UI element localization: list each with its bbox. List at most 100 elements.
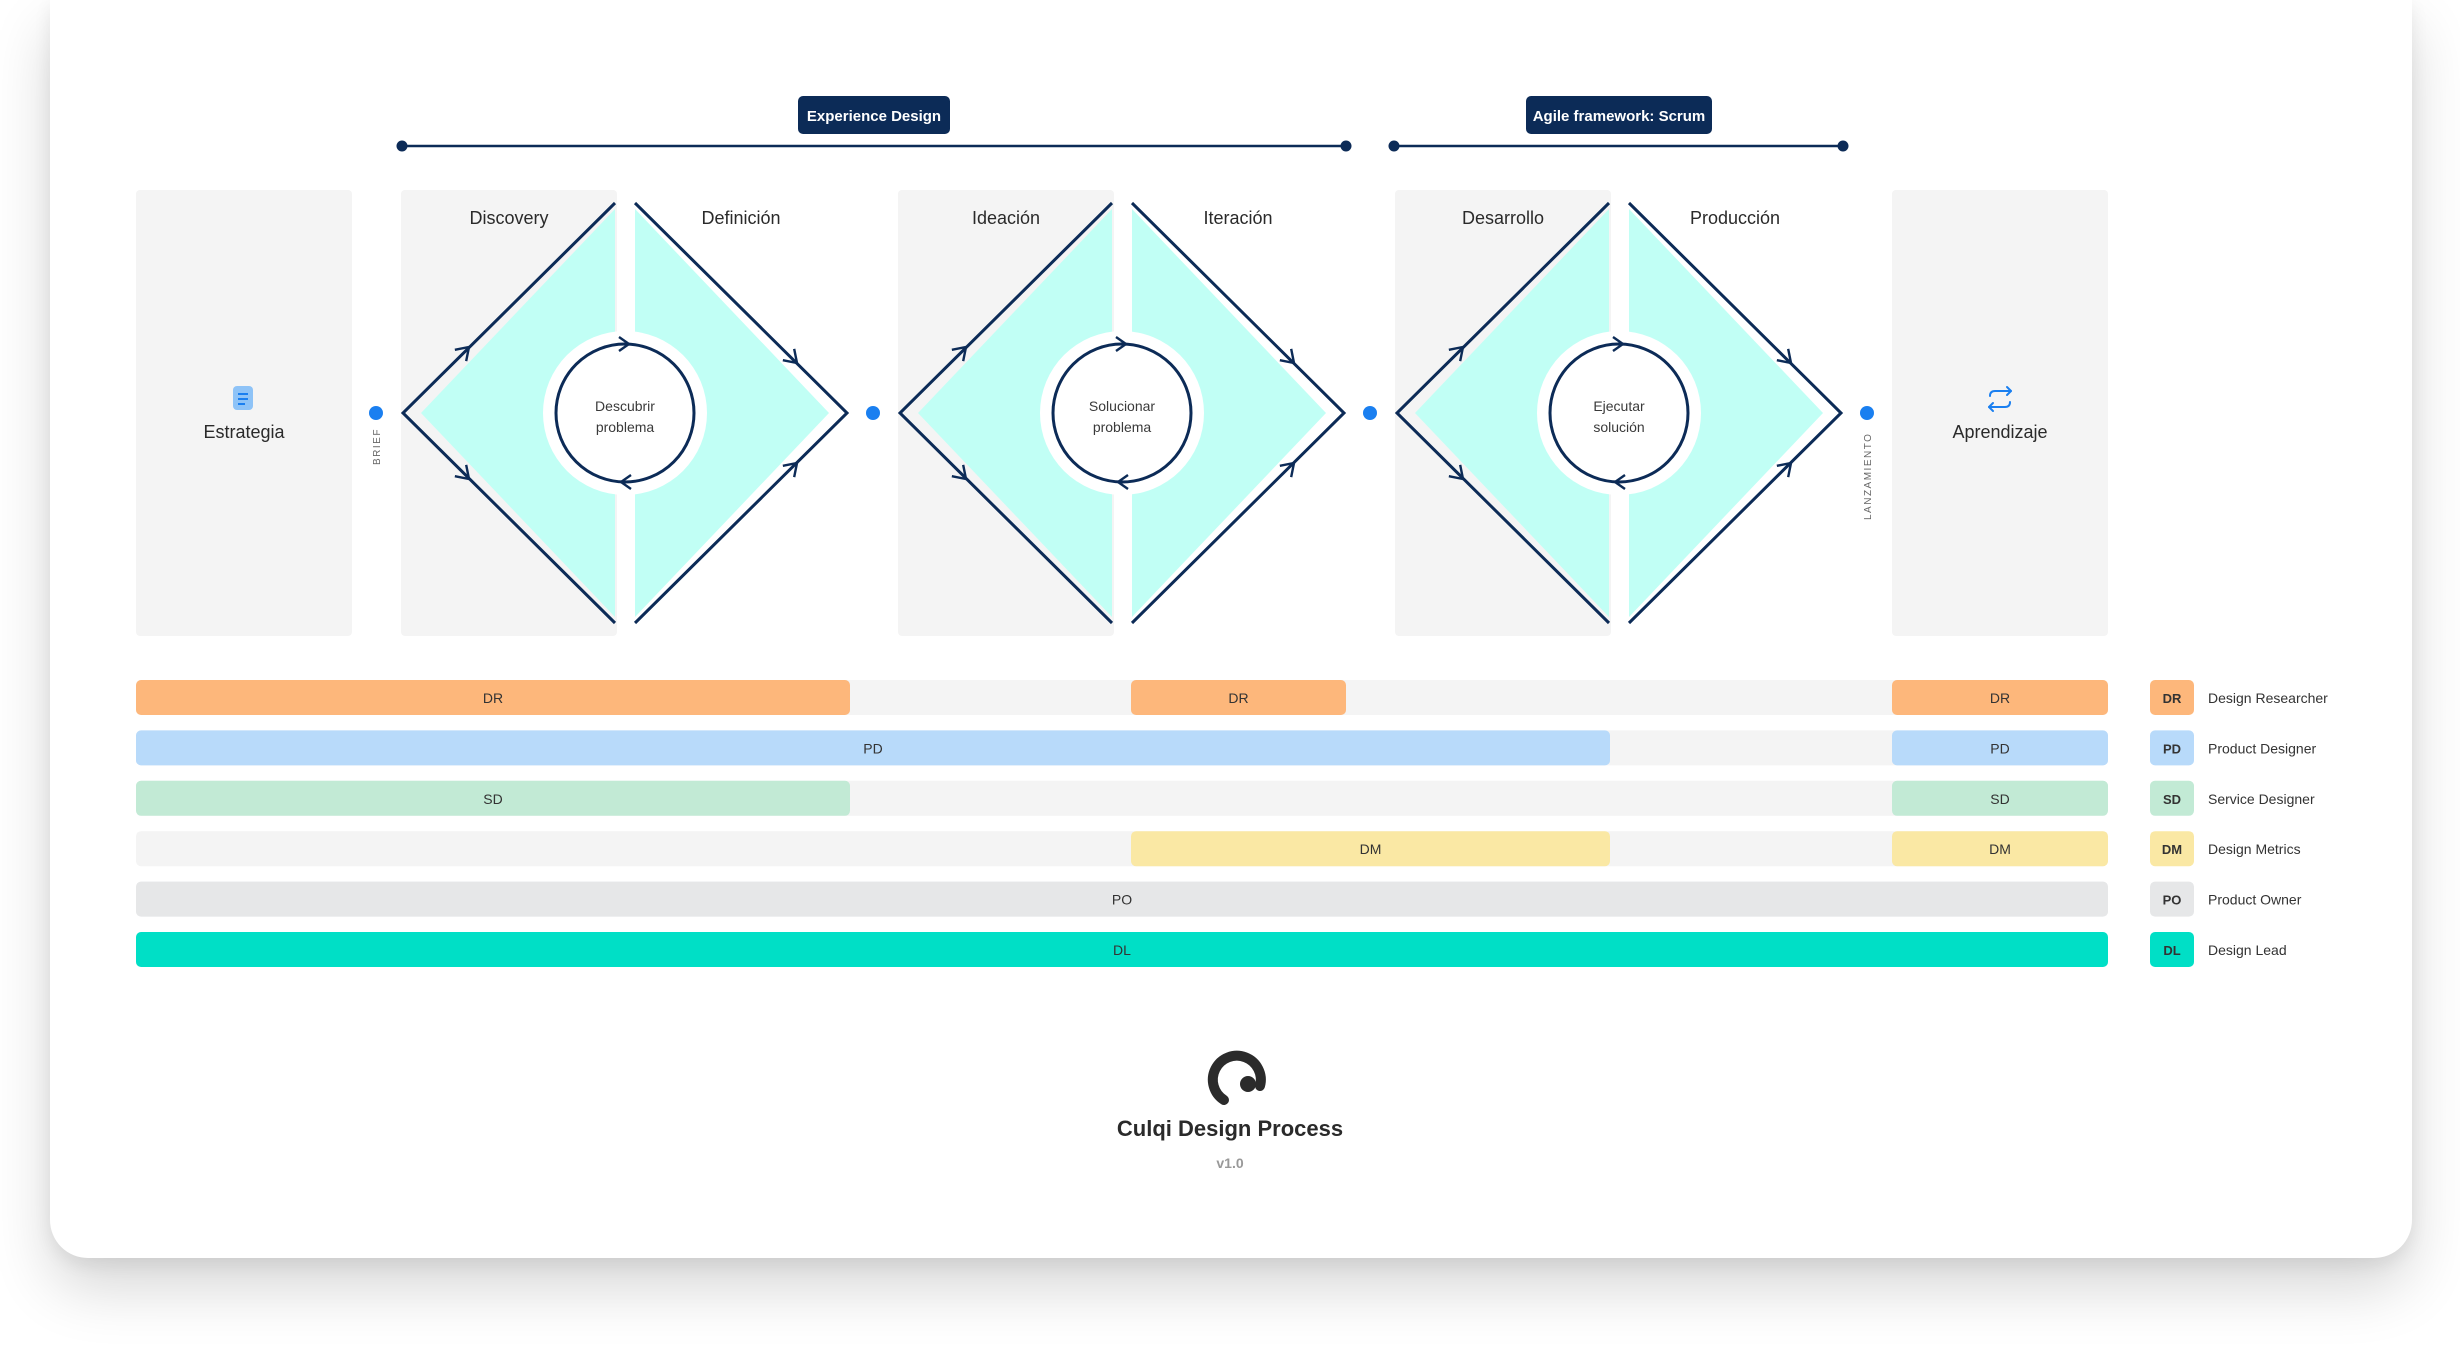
cycle-arrow-icon bbox=[1115, 474, 1129, 490]
role-bar-segment bbox=[136, 780, 850, 816]
connector-dot bbox=[866, 406, 880, 420]
diamond-left-half bbox=[421, 209, 615, 617]
phase-title-left: Desarrollo bbox=[1462, 208, 1544, 228]
cycle-arrow-icon bbox=[1612, 474, 1626, 490]
strategy-panel: Estrategia bbox=[136, 190, 352, 636]
launch-dot bbox=[1860, 406, 1874, 420]
legend-abbr: SD bbox=[2163, 792, 2181, 807]
connector-dot bbox=[1363, 406, 1377, 420]
experience-design-label: Experience Design bbox=[807, 108, 941, 125]
legend-item: PD Product Designer bbox=[2150, 730, 2317, 766]
role-bar-label: SD bbox=[1990, 791, 2009, 807]
legend-swatch bbox=[2150, 932, 2194, 967]
phase-title-right: Definición bbox=[701, 208, 780, 228]
circle-label-line1: Solucionar bbox=[1089, 398, 1155, 414]
legend-label: Product Designer bbox=[2208, 740, 2317, 756]
role-row-dm: DM DM bbox=[136, 831, 2108, 867]
diamond-right-half bbox=[635, 209, 829, 617]
legend-label: Service Designer bbox=[2208, 791, 2315, 807]
role-bar-label: DM bbox=[1360, 841, 1382, 857]
circle-label-line1: Descubrir bbox=[595, 398, 655, 414]
role-row-sd: SD SD bbox=[136, 780, 2108, 816]
role-bar-segment bbox=[1131, 680, 1346, 715]
role-bar-segment bbox=[1131, 831, 1610, 867]
role-bar-label: DL bbox=[1113, 942, 1131, 958]
iteration-circle bbox=[1051, 342, 1193, 484]
circle-label-line2: problema bbox=[596, 419, 655, 435]
legend-label: Design Researcher bbox=[2208, 690, 2328, 706]
cycle-arrow-icon bbox=[618, 336, 632, 352]
role-bar-segment bbox=[1892, 831, 2108, 867]
legend-swatch bbox=[2150, 730, 2194, 766]
document-icon bbox=[233, 386, 253, 410]
cycle-arrow-icon bbox=[618, 474, 632, 490]
legend-swatch bbox=[2150, 780, 2194, 816]
launch-marker: LANZAMIENTO bbox=[1863, 433, 1874, 520]
role-bar-segment bbox=[136, 932, 2108, 967]
diamond-left-half bbox=[918, 209, 1112, 617]
phase-title-left: Discovery bbox=[469, 208, 548, 228]
iteration-circle bbox=[554, 342, 696, 484]
diamond-right-half bbox=[1629, 209, 1823, 617]
phase-title-right: Iteración bbox=[1203, 208, 1272, 228]
legend-label: Design Lead bbox=[2208, 942, 2287, 958]
legend-swatch bbox=[2150, 881, 2194, 917]
repeat-icon bbox=[1988, 386, 2012, 412]
legend-item: DM Design Metrics bbox=[2150, 831, 2301, 867]
cycle-arrow-icon bbox=[1115, 336, 1129, 352]
diamond-left-outline bbox=[1394, 201, 1611, 625]
culqi-logo bbox=[1207, 1050, 1266, 1105]
role-bar-label: DR bbox=[1990, 690, 2010, 706]
circle-label-line1: Ejecutar bbox=[1593, 398, 1645, 414]
role-bar-label: PD bbox=[1990, 740, 2009, 756]
role-row-pd: PD PD bbox=[136, 730, 2108, 766]
legend-abbr: DM bbox=[2162, 842, 2182, 857]
legend-abbr: PD bbox=[2163, 741, 2181, 756]
learning-panel: Aprendizaje bbox=[1892, 190, 2108, 636]
iteration-circle bbox=[1548, 342, 1690, 484]
diamond-right-outline bbox=[633, 201, 850, 625]
cycle-arrow-icon bbox=[1612, 336, 1626, 352]
role-bar-segment bbox=[136, 730, 1610, 766]
legend-abbr: DR bbox=[2163, 691, 2182, 706]
legend-item: SD Service Designer bbox=[2150, 780, 2315, 816]
diamond-left-outline bbox=[897, 201, 1114, 625]
brand-version: v1.0 bbox=[1216, 1155, 1243, 1171]
role-bar-segment bbox=[1892, 780, 2108, 816]
phase-title-right: Producción bbox=[1690, 208, 1780, 228]
agile-framework-bracket: Agile framework: Scrum bbox=[1388, 96, 1849, 152]
diamond-left-outline bbox=[400, 201, 617, 625]
diamond-right-outline bbox=[1627, 201, 1844, 625]
role-row-dl: DL bbox=[136, 932, 2108, 967]
role-bar-label: PO bbox=[1112, 892, 1132, 908]
role-bar-label: DM bbox=[1989, 841, 2011, 857]
legend-label: Design Metrics bbox=[2208, 841, 2301, 857]
legend-item: DL Design Lead bbox=[2150, 932, 2287, 967]
phase-title-left: Ideación bbox=[972, 208, 1040, 228]
experience-design-tag bbox=[798, 96, 950, 134]
circle-label-line2: solución bbox=[1593, 419, 1644, 435]
role-bar-label: SD bbox=[483, 791, 502, 807]
circle-label-line2: problema bbox=[1093, 419, 1152, 435]
learning-label: Aprendizaje bbox=[1952, 422, 2047, 442]
diamond-right-outline bbox=[1130, 201, 1347, 625]
role-track bbox=[136, 831, 2108, 867]
brand-title: Culqi Design Process bbox=[1117, 1116, 1343, 1141]
role-bar-label: PD bbox=[863, 740, 882, 756]
diamond-right-half bbox=[1132, 209, 1326, 617]
agile-framework-tag bbox=[1526, 96, 1712, 134]
role-row-po: PO bbox=[136, 881, 2108, 917]
legend-abbr: DL bbox=[2163, 943, 2180, 958]
role-bar-label: DR bbox=[483, 690, 503, 706]
legend-swatch bbox=[2150, 680, 2194, 715]
connection-dots bbox=[369, 406, 1874, 420]
